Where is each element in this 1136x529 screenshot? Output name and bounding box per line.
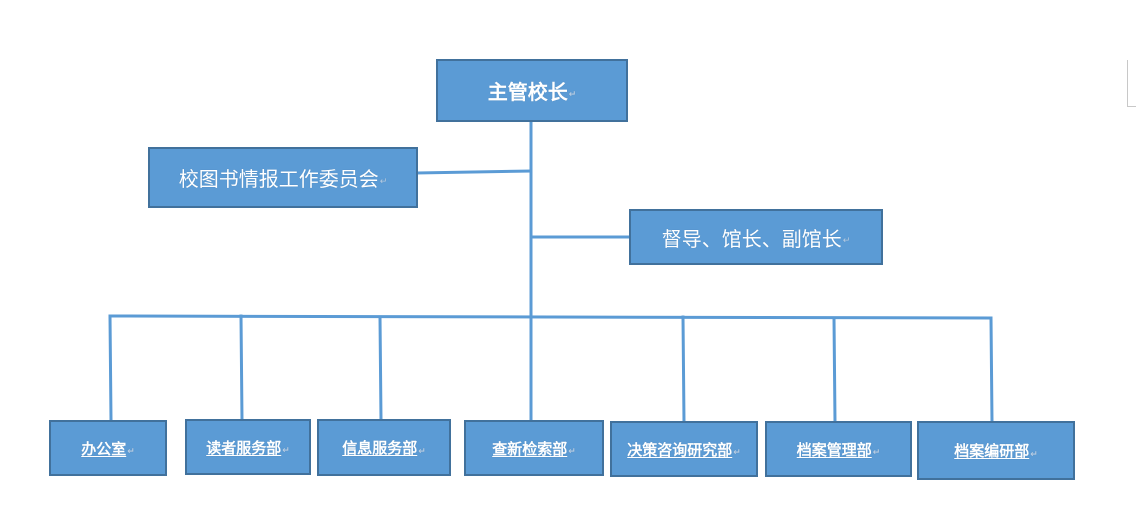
department-label: 读者服务部	[206, 438, 282, 457]
drop-line-information-services	[378, 315, 383, 422]
committee-box: 校图书情报工作委员会↵	[148, 147, 418, 208]
paragraph-mark-icon: ↵	[418, 446, 426, 457]
leaders-label: 督导、馆长、副馆长	[661, 226, 842, 251]
department-box-novelty-search: 查新检索部↵	[464, 420, 604, 476]
department-label: 档案管理部	[796, 440, 872, 459]
drop-line-office	[108, 314, 113, 422]
leaders-box: 督导、馆长、副馆长↵	[629, 209, 883, 265]
paragraph-mark-icon: ↵	[282, 446, 290, 456]
drop-line-reader-services	[239, 314, 244, 422]
department-label: 决策咨询研究部	[627, 440, 733, 459]
principal-label: 主管校长	[487, 80, 568, 104]
paragraph-mark-icon: ↵	[379, 176, 388, 187]
department-box-decision-consulting: 决策咨询研究部↵	[610, 421, 758, 477]
paragraph-mark-icon: ↵	[568, 89, 577, 100]
department-label: 办公室	[81, 439, 127, 458]
principal-box: 主管校长↵	[436, 59, 628, 122]
department-box-office: 办公室↵	[49, 420, 167, 476]
paragraph-mark-icon: ↵	[842, 236, 851, 246]
department-box-archive-compilation: 档案编研部↵	[917, 421, 1075, 480]
bus-line	[108, 314, 993, 320]
drop-line-archive-compilation	[989, 316, 994, 424]
paragraph-mark-icon: ↵	[733, 448, 741, 458]
department-box-archive-management: 档案管理部↵	[765, 421, 912, 477]
paragraph-mark-icon: ↵	[127, 447, 135, 457]
department-label: 信息服务部	[342, 439, 418, 457]
page-margin-corner-mark	[1127, 60, 1136, 107]
committee-label: 校图书情报工作委员会	[178, 167, 379, 191]
paragraph-mark-icon: ↵	[568, 447, 576, 457]
committee-branch-line	[415, 169, 533, 175]
drop-line-archive-management	[832, 316, 837, 424]
paragraph-mark-icon: ↵	[1030, 449, 1038, 460]
drop-line-decision-consulting	[681, 315, 686, 424]
paragraph-mark-icon: ↵	[872, 448, 881, 458]
department-label: 档案编研部	[954, 442, 1030, 460]
department-box-information-services: 信息服务部↵	[317, 419, 451, 476]
department-box-reader-services: 读者服务部↵	[185, 419, 311, 475]
department-label: 查新检索部	[492, 439, 568, 458]
